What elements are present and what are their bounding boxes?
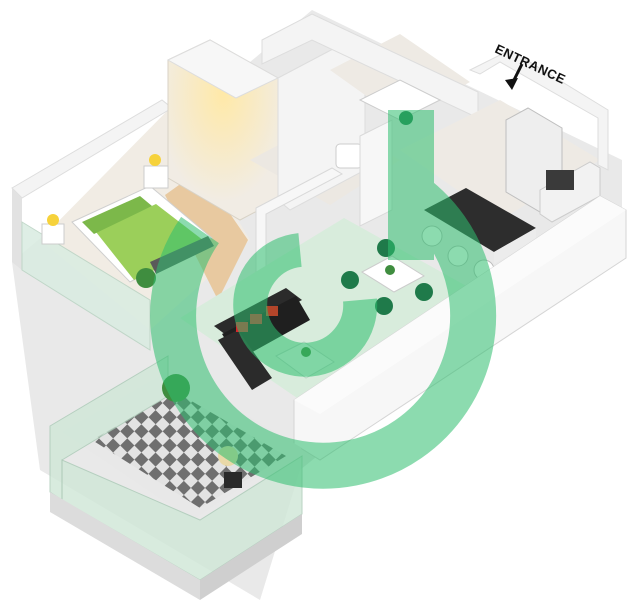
cushion-3 — [266, 306, 278, 316]
kitchen-back-wall — [468, 49, 609, 171]
balcony-slab-edge-right — [200, 514, 302, 600]
oven — [546, 170, 574, 190]
nightstand-left — [41, 223, 65, 245]
dining-chair-4-icon — [375, 297, 393, 315]
bedroom-plant-icon — [136, 268, 156, 288]
lamp-left-icon — [47, 214, 59, 226]
nightstand-right — [143, 165, 169, 189]
dining-chair-2-icon — [341, 271, 359, 289]
balcony-chair — [224, 472, 242, 488]
bedroom-left-wall — [12, 188, 22, 270]
partition-wall-2 — [359, 119, 393, 227]
bedroom-glass-rail — [21, 221, 151, 351]
circular-logo-watermark — [150, 110, 497, 489]
bed-pillows — [82, 196, 152, 234]
island-side — [494, 228, 536, 264]
bathroom-sink — [335, 143, 363, 169]
balcony-slab-edge — [50, 492, 200, 600]
table-plant-icon — [385, 265, 395, 275]
arrow-down-icon — [505, 63, 524, 90]
sofa-chaise — [218, 330, 272, 390]
lamp-right-icon — [149, 154, 161, 166]
dining-chair-3-icon — [415, 283, 433, 301]
